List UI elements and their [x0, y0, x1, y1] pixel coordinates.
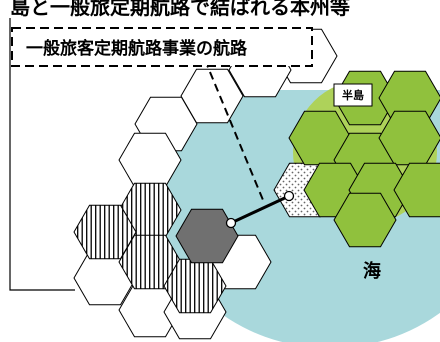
hex-tile: [180, 68, 244, 124]
peninsula-label: 半島: [342, 88, 364, 102]
hex-tile-hatched: [73, 204, 137, 260]
callout-box: [11, 27, 313, 67]
route-endpoint-mainland: [225, 217, 237, 229]
ferry-route-line: [230, 194, 290, 225]
mainland-outline: [9, 18, 75, 291]
hex-tile-ferry-terminal: [175, 208, 239, 264]
hex-tile-peninsula: [393, 162, 440, 218]
hex-tile-peninsula: [333, 192, 397, 248]
sea-label: 海: [363, 260, 381, 282]
header-title-fragment: 島と一般旅定期航路で結ばれる本州等: [10, 0, 350, 19]
peninsula-label-box: [333, 83, 373, 107]
route-endpoint-peninsula: [283, 190, 295, 202]
callout-label: 一般旅客定期航路事業の航路: [26, 38, 248, 59]
hex-grid: [73, 28, 440, 340]
